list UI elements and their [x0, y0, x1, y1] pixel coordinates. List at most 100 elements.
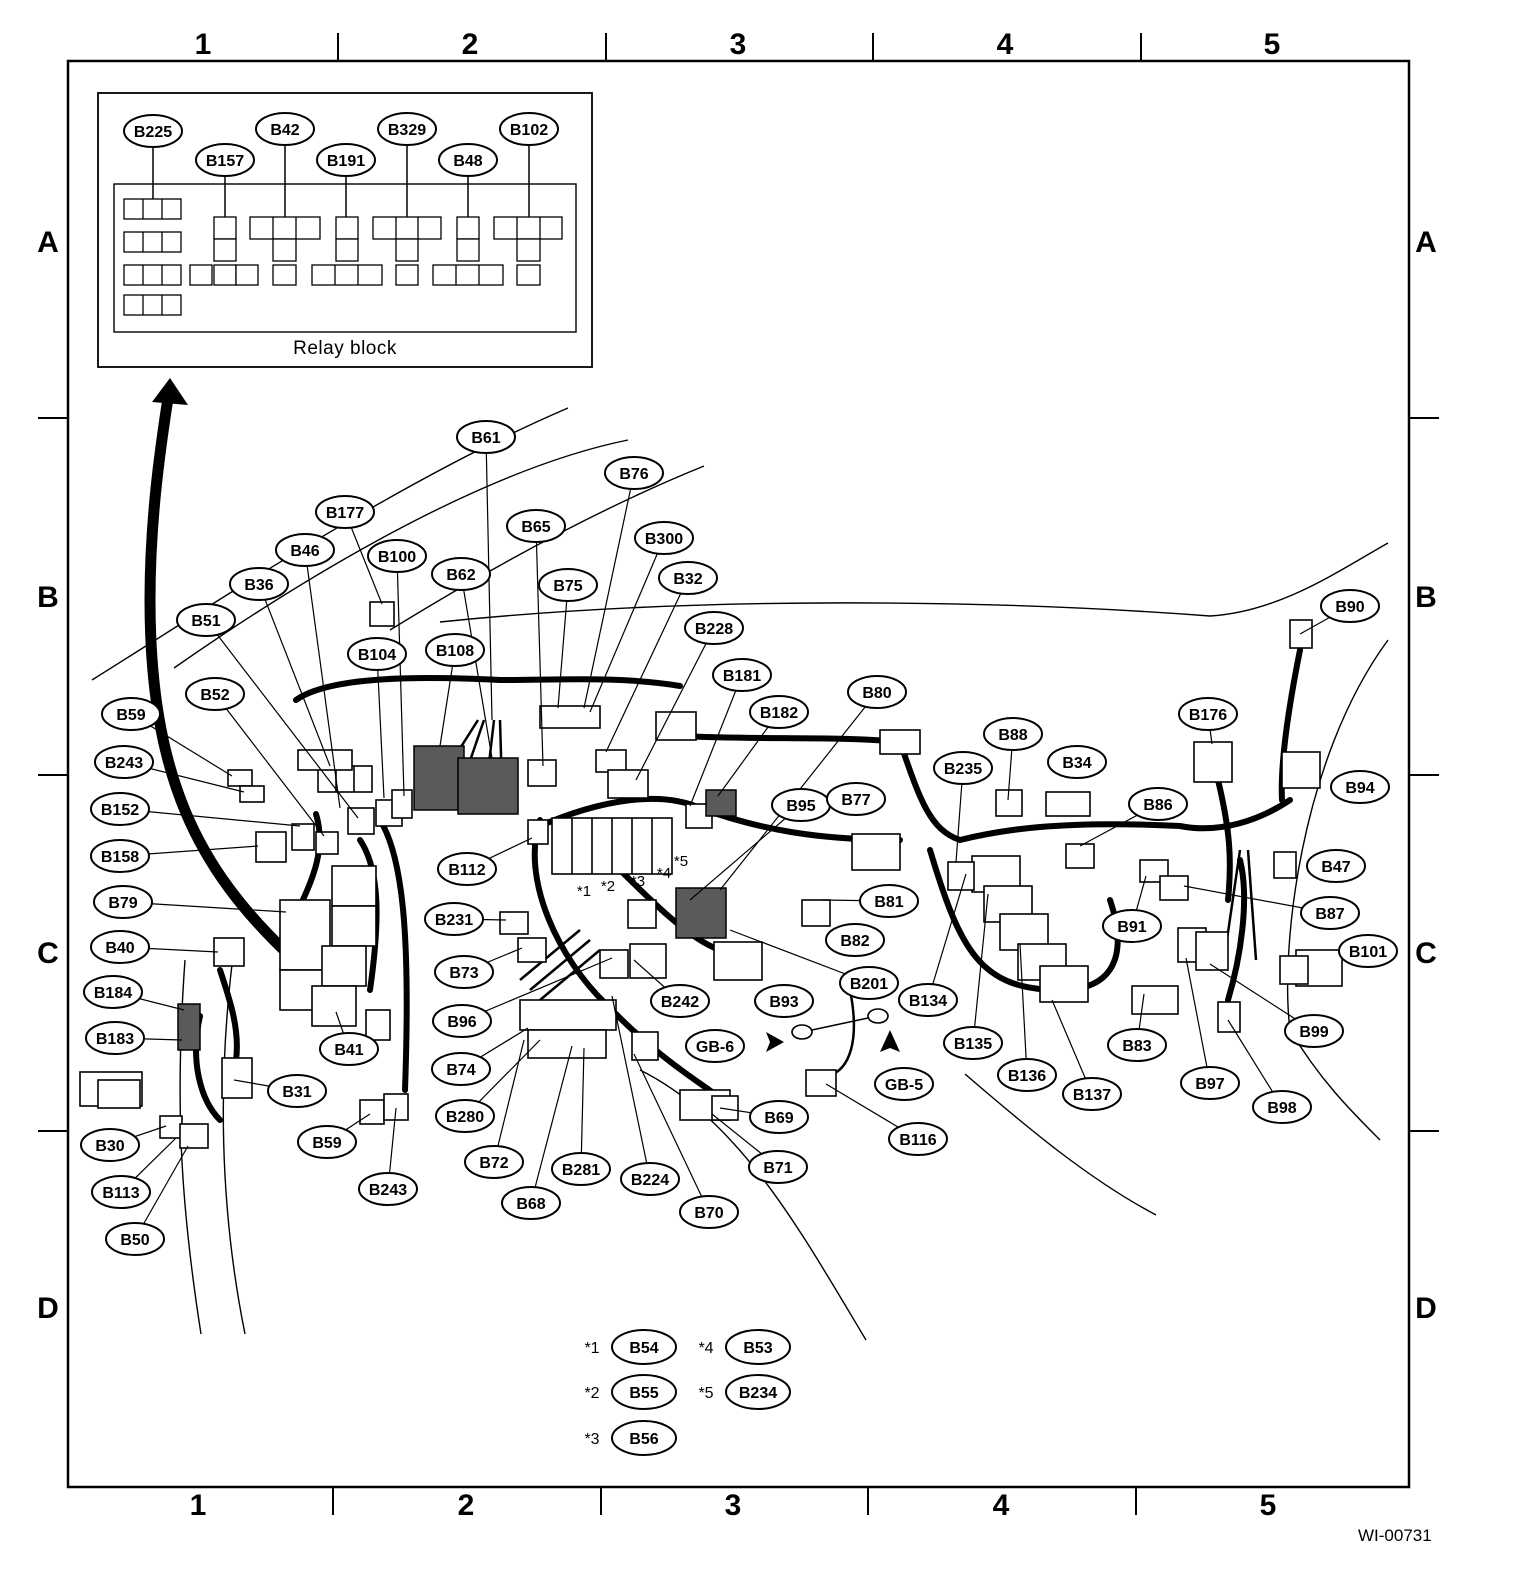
connector-b34: B34: [1047, 745, 1107, 779]
callout-text: B42: [270, 122, 299, 139]
callout-ellipse: [725, 1329, 791, 1365]
callout-ellipse: [1047, 745, 1107, 779]
connector-b76: B76: [604, 456, 664, 490]
connector-b50: B50: [105, 1222, 165, 1256]
connector-b72: B72: [464, 1145, 524, 1179]
connector-b70: B70: [679, 1195, 739, 1229]
callout-text: GB-5: [885, 1077, 923, 1094]
connector-b46: B46: [275, 533, 335, 567]
callout-text: B235: [944, 761, 982, 778]
relay-label-b329: B329: [377, 112, 437, 146]
callout-text: B93: [769, 994, 798, 1011]
callout-text: B100: [378, 549, 416, 566]
callout-ellipse: [620, 1162, 680, 1196]
callout-ellipse: [611, 1420, 677, 1456]
callout-text: B231: [435, 912, 473, 929]
callout-ellipse: [185, 677, 245, 711]
callout-text: B53: [743, 1340, 772, 1357]
connector-b224: B224: [620, 1162, 680, 1196]
callout-text: B201: [850, 976, 888, 993]
callout-ellipse: [983, 717, 1043, 751]
callout-ellipse: [315, 495, 375, 529]
callout-ellipse: [255, 112, 315, 146]
callout-text: B182: [760, 705, 798, 722]
connector-b47: B47: [1306, 849, 1366, 883]
callout-text: B61: [471, 430, 500, 447]
connector-b101: B101: [1338, 934, 1398, 968]
callout-ellipse: [650, 984, 710, 1018]
footnote-mark: *4: [698, 1340, 713, 1357]
connector-b94: B94: [1330, 770, 1390, 804]
grid-row-left-A: A: [37, 226, 59, 259]
callout-text: B95: [786, 798, 815, 815]
relay-label-b157: B157: [195, 143, 255, 177]
connector-b87: B87: [1300, 896, 1360, 930]
connector-b88: B88: [983, 717, 1043, 751]
callout-text: B77: [841, 792, 870, 809]
callout-ellipse: [435, 1099, 495, 1133]
callout-ellipse: [725, 1374, 791, 1410]
connector-b177: B177: [315, 495, 375, 529]
callout-ellipse: [611, 1329, 677, 1365]
connector-b74: B74: [431, 1052, 491, 1086]
grid-col-top-5: 5: [1264, 28, 1281, 61]
callout-ellipse: [1128, 787, 1188, 821]
callout-ellipse: [1330, 770, 1390, 804]
connector-b152: B152: [90, 792, 150, 826]
callout-ellipse: [1338, 934, 1398, 968]
callout-ellipse: [437, 852, 497, 886]
connector-b235: B235: [933, 751, 993, 785]
connector-b69: B69: [749, 1100, 809, 1134]
callout-text: B181: [723, 668, 761, 685]
callout-text: B59: [312, 1135, 341, 1152]
callout-text: B55: [629, 1385, 658, 1402]
callout-text: B62: [446, 567, 475, 584]
callout-text: B99: [1299, 1024, 1328, 1041]
callout-text: B243: [369, 1182, 407, 1199]
connector-b243: B243: [94, 745, 154, 779]
callout-ellipse: [847, 675, 907, 709]
connector-b61: B61: [456, 420, 516, 454]
connector-b65: B65: [506, 509, 566, 543]
callout-text: B75: [553, 578, 582, 595]
connector-b100: B100: [367, 539, 427, 573]
footnote-mark: *2: [584, 1385, 599, 1402]
callout-ellipse: [604, 456, 664, 490]
callout-ellipse: [456, 420, 516, 454]
connector-b51: B51: [176, 603, 236, 637]
callout-text: B234: [739, 1385, 777, 1402]
shaded-connectors: [177, 745, 737, 1051]
connector-b91: B91: [1102, 909, 1162, 943]
callout-text: B176: [1189, 707, 1227, 724]
callout-text: B98: [1267, 1100, 1296, 1117]
inline-mark: *4: [657, 865, 671, 882]
connector-b93: B93: [754, 984, 814, 1018]
callout-text: B69: [764, 1110, 793, 1127]
callout-text: B101: [1349, 944, 1387, 961]
connector-b242: B242: [650, 984, 710, 1018]
connector-b201: B201: [839, 966, 899, 1000]
connector-gb-5: GB-5: [874, 1067, 934, 1101]
callout-ellipse: [658, 561, 718, 595]
grid-col-top-4: 4: [997, 28, 1014, 61]
footnote-mark: *1: [584, 1340, 599, 1357]
grid-row-right-B: B: [1415, 581, 1437, 614]
connector-b136: B136: [997, 1058, 1057, 1092]
callout-ellipse: [826, 782, 886, 816]
connector-b95: B95: [771, 788, 831, 822]
callout-ellipse: [499, 112, 559, 146]
callout-text: B47: [1321, 859, 1350, 876]
callout-ellipse: [684, 611, 744, 645]
callout-ellipse: [859, 884, 919, 918]
callout-ellipse: [538, 568, 598, 602]
connector-b86: B86: [1128, 787, 1188, 821]
callout-text: B112: [448, 862, 485, 879]
callout-ellipse: [748, 1150, 808, 1184]
grid-row-left-D: D: [37, 1292, 59, 1325]
inline-mark: *3: [631, 873, 645, 890]
callout-text: B108: [436, 643, 474, 660]
connector-b96: B96: [432, 1004, 492, 1038]
inline-mark: *1: [577, 883, 591, 900]
